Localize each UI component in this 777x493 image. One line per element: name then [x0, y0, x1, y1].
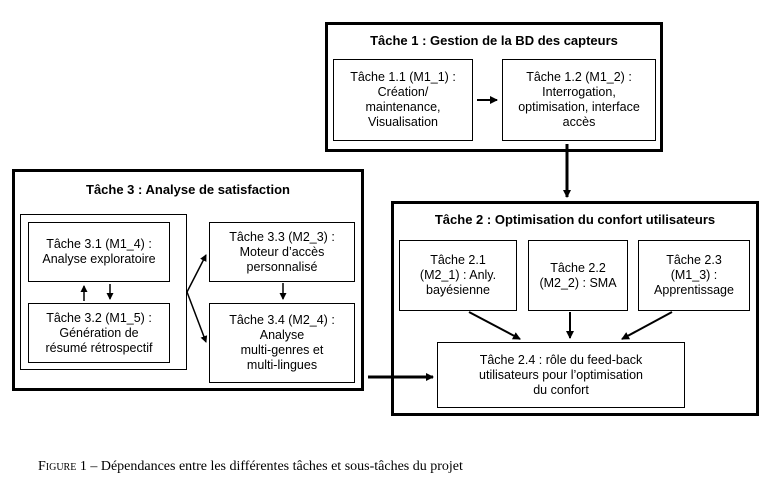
task-1-1-box: Tâche 1.1 (M1_1) : Création/ maintenance… [333, 59, 473, 141]
group-task-2-title: Tâche 2 : Optimisation du confort utilis… [434, 212, 716, 227]
task-2-2-label: Tâche 2.2 (M2_2) : SMA [539, 260, 617, 290]
task-2-3-box: Tâche 2.3 (M1_3) : Apprentissage [638, 240, 750, 311]
task-2-2-box: Tâche 2.2 (M2_2) : SMA [528, 240, 628, 311]
task-3-4-box: Tâche 3.4 (M2_4) : Analyse multi-genres … [209, 303, 355, 383]
group-task-3-title: Tâche 3 : Analyse de satisfaction [86, 182, 290, 197]
arrow-2-1-to-2-4 [468, 311, 521, 340]
task-3-4-label: Tâche 3.4 (M2_4) : Analyse multi-genres … [229, 313, 335, 372]
task-2-1-box: Tâche 2.1 (M2_1) : Anly. bayésienne [399, 240, 517, 311]
task-3-3-box: Tâche 3.3 (M2_3) : Moteur d’accès person… [209, 222, 355, 282]
arrow-2-3-to-2-4 [621, 311, 673, 340]
task-2-4-box: Tâche 2.4 : rôle du feed-back utilisateu… [437, 342, 685, 408]
task-3-2-label: Tâche 3.2 (M1_5) : Génération de résumé … [45, 310, 153, 355]
task-1-1-label: Tâche 1.1 (M1_1) : Création/ maintenance… [350, 70, 456, 129]
task-1-2-label: Tâche 1.2 (M1_2) : Interrogation, optimi… [518, 70, 640, 129]
figure-caption: Figure 1 – Dépendances entre les différe… [38, 459, 463, 475]
task-1-2-box: Tâche 1.2 (M1_2) : Interrogation, optimi… [502, 59, 656, 141]
arrow-left-to-3-4 [186, 291, 208, 343]
task-2-1-label: Tâche 2.1 (M2_1) : Anly. bayésienne [419, 253, 497, 297]
figure-caption-number: 1 [79, 459, 87, 474]
figure-caption-label: Figure [38, 459, 77, 474]
figure-caption-text: – Dépendances entre les différentes tâch… [90, 459, 463, 474]
task-3-1-box: Tâche 3.1 (M1_4) : Analyse exploratoire [28, 222, 170, 282]
task-3-1-label: Tâche 3.1 (M1_4) : Analyse exploratoire [42, 237, 156, 266]
task-2-4-label: Tâche 2.4 : rôle du feed-back utilisateu… [479, 352, 643, 397]
task-2-3-label: Tâche 2.3 (M1_3) : Apprentissage [654, 253, 734, 297]
group-task-1-title: Tâche 1 : Gestion de la BD des capteurs [370, 33, 618, 48]
arrow-left-to-3-3 [186, 254, 207, 293]
task-3-3-label: Tâche 3.3 (M2_3) : Moteur d’accès person… [229, 229, 335, 274]
task-3-2-box: Tâche 3.2 (M1_5) : Génération de résumé … [28, 303, 170, 363]
